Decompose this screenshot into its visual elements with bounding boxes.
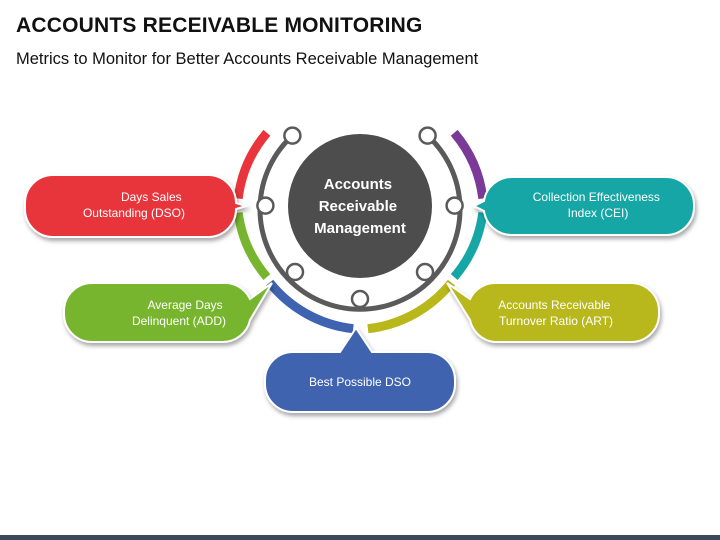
ring-nodes	[256, 126, 464, 309]
callout-cei-label: Collection Effectiveness Index (CEI)	[533, 190, 664, 220]
arc-olive	[367, 279, 455, 334]
center-line-1: Accounts	[324, 176, 392, 193]
callout-best-dso-shape	[264, 326, 456, 413]
callout-dso-shape	[24, 174, 250, 238]
outer-arc-ring	[233, 129, 488, 334]
ring-node	[415, 262, 435, 282]
callout-dso-label: Days Sales Outstanding (DSO)	[83, 190, 185, 220]
callout-best-dso: Best Possible DSO	[264, 326, 456, 413]
ring-node	[285, 262, 305, 282]
ring-node	[418, 126, 437, 145]
callout-cei: Collection Effectiveness Index (CEI)	[471, 175, 695, 237]
page-subtitle: Metrics to Monitor for Better Accounts R…	[16, 50, 479, 68]
callout-dso: Days Sales Outstanding (DSO)	[24, 174, 250, 238]
ring-node	[283, 126, 302, 145]
callout-add-label: Average Days Delinquent (ADD)	[132, 298, 226, 328]
center-line-3: Management	[314, 220, 406, 237]
callout-add-shape	[63, 281, 273, 344]
center-line-2: Receivable	[319, 198, 397, 215]
arc-red	[233, 129, 271, 200]
callout-art-shape	[446, 282, 660, 343]
callout-best-dso-label: Best Possible DSO	[309, 375, 411, 389]
center-circle	[288, 134, 432, 278]
ring-node	[350, 289, 370, 309]
arc-purple	[450, 129, 488, 200]
ring-node	[256, 196, 275, 215]
page-title: ACCOUNTS RECEIVABLE MONITORING	[16, 14, 423, 37]
center-text: Accounts Receivable Management	[314, 176, 406, 237]
arc-teal	[450, 212, 488, 281]
arc-blue	[266, 279, 354, 334]
callout-art-label: Accounts Receivable Turnover Ratio (ART)	[498, 298, 613, 328]
callout-cei-shape	[471, 175, 695, 237]
callout-art: Accounts Receivable Turnover Ratio (ART)	[446, 282, 660, 343]
ring-node	[445, 196, 464, 215]
footer-bar	[0, 535, 720, 540]
arc-green	[233, 212, 271, 281]
callout-add: Average Days Delinquent (ADD)	[63, 281, 273, 344]
